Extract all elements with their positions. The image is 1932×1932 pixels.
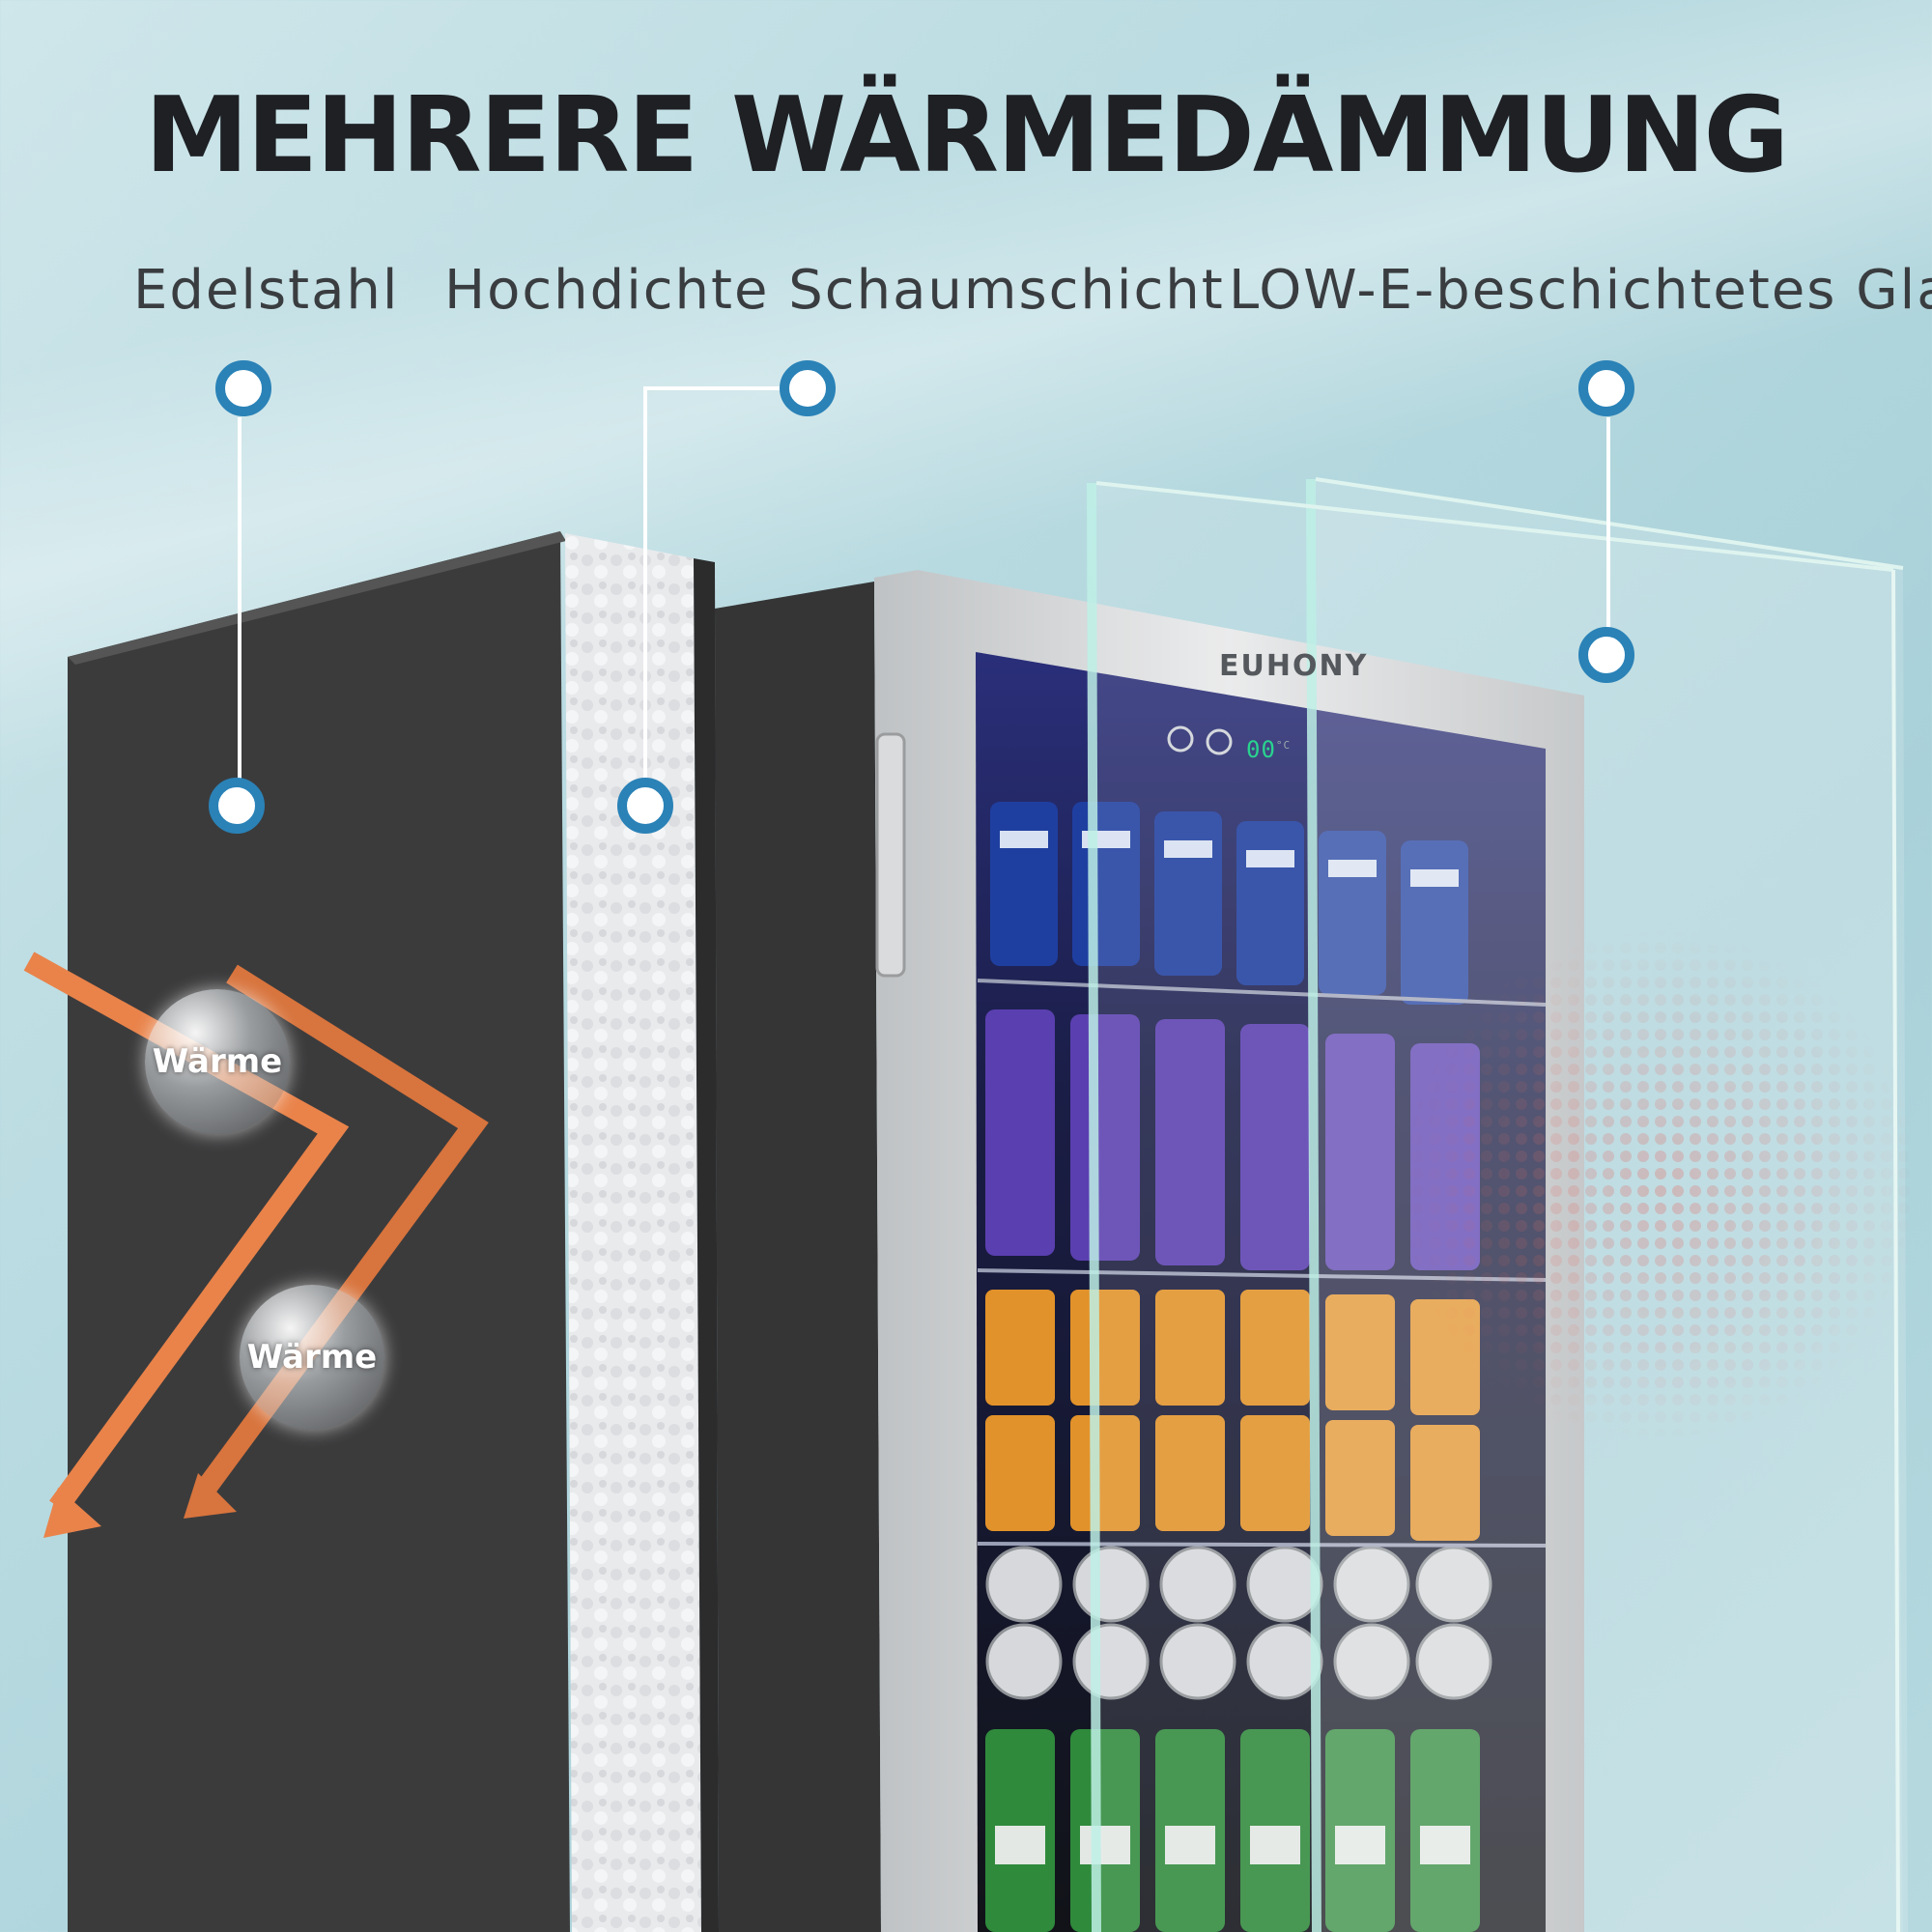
label-low-e-glass: LOW-E-beschichtetes Glas bbox=[1229, 259, 1932, 322]
temperature-display: 00°C bbox=[1246, 736, 1291, 763]
heat-bubble: Wärme bbox=[145, 989, 290, 1134]
temperature-unit: °C bbox=[1275, 739, 1292, 752]
foam-layer bbox=[565, 533, 719, 1932]
heat-arrow-1-head bbox=[43, 1488, 101, 1538]
glass-panes bbox=[1087, 477, 1908, 1932]
heat-arrow-2-head bbox=[184, 1473, 237, 1519]
external-heat-dots bbox=[1372, 908, 1932, 1488]
label-foam-layer: Hochdichte Schaumschicht bbox=[444, 259, 1225, 322]
brand-logo: EUHONY bbox=[1219, 649, 1369, 683]
heat-label: Wärme bbox=[246, 1338, 378, 1377]
label-stainless-steel: Edelstahl bbox=[133, 259, 400, 322]
marker-top-glass bbox=[1578, 360, 1634, 416]
marker-foam bbox=[617, 778, 673, 834]
marker-top-foam bbox=[780, 360, 836, 416]
heat-label: Wärme bbox=[152, 1042, 283, 1081]
marker-steel bbox=[209, 778, 265, 834]
cabinet-body bbox=[68, 531, 570, 1932]
heat-arrow-1 bbox=[23, 952, 350, 1514]
heat-bubble: Wärme bbox=[240, 1285, 384, 1430]
temperature-value: 00 bbox=[1246, 736, 1276, 763]
callout-line-foam bbox=[643, 386, 784, 781]
inner-cabinet bbox=[715, 582, 881, 1932]
page-title: MEHRERE WÄRMEDÄMMUNG bbox=[144, 75, 1789, 196]
marker-glass bbox=[1578, 627, 1634, 683]
control-panel bbox=[1167, 725, 1233, 755]
marker-top-steel bbox=[215, 360, 271, 416]
